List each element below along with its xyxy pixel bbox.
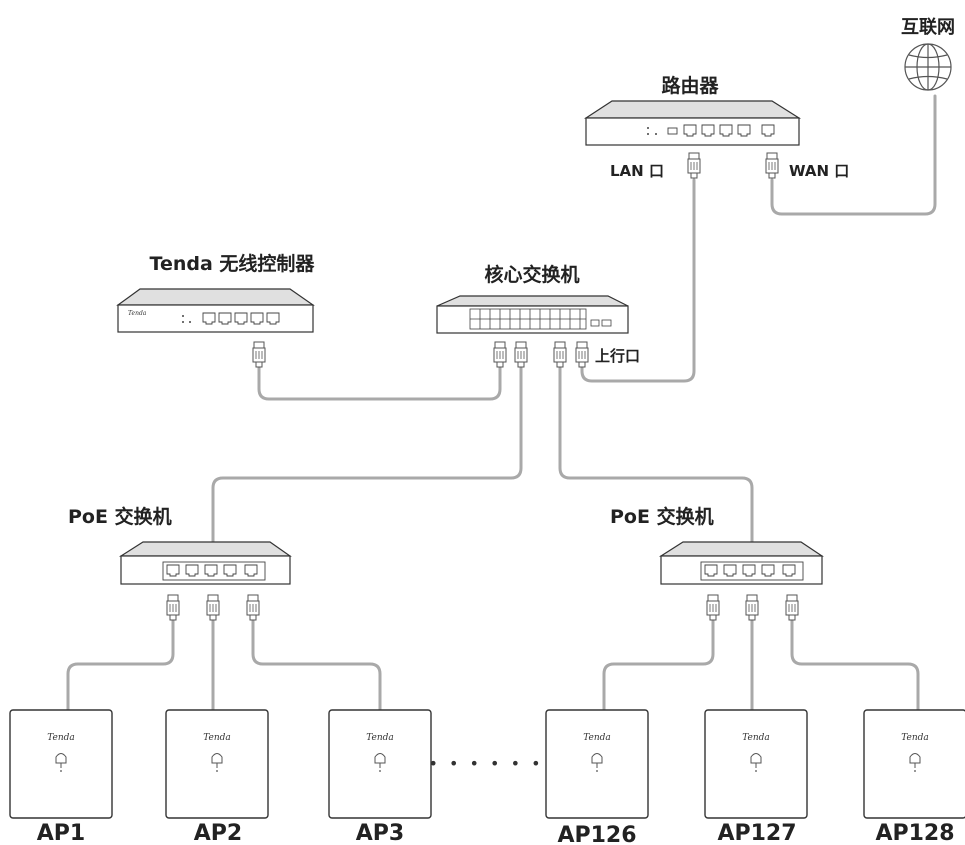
ap-label: AP126 — [557, 823, 636, 845]
plug-core-uplink — [575, 341, 589, 368]
plug-router-wan — [765, 152, 779, 179]
internet-globe-icon — [904, 43, 952, 91]
router-label: 路由器 — [661, 74, 719, 97]
ap-brand-logo: Tenda — [366, 733, 394, 743]
ap-128: Tenda — [863, 709, 965, 819]
plug-poe-right-3 — [785, 594, 799, 621]
ap-2: Tenda — [165, 709, 269, 819]
plug-poe-left-2 — [206, 594, 220, 621]
cable-controller-core — [257, 366, 502, 401]
core-switch-device — [436, 295, 629, 334]
cable-poe-ap128 — [790, 618, 920, 712]
lan-port-label: LAN 口 — [610, 162, 664, 180]
internet-label: 互联网 — [901, 17, 955, 38]
controller-device: Tenda — [116, 288, 315, 333]
ap-label: AP3 — [356, 821, 404, 845]
controller-brand-logo: Tenda — [128, 310, 147, 317]
plug-poe-right-2 — [745, 594, 759, 621]
ap-brand-logo: Tenda — [47, 733, 75, 743]
cables — [66, 94, 937, 712]
ap-3: Tenda — [328, 709, 432, 819]
poe-switch-left-label: PoE 交换机 — [68, 505, 172, 528]
cable-poe-ap1 — [66, 618, 175, 712]
cable-lan-uplink — [580, 178, 696, 383]
cable-poe-ap126 — [602, 618, 715, 712]
cable-poe-ap3 — [251, 618, 382, 712]
ap-ellipsis: • • • • • • — [428, 754, 543, 773]
plug-poe-left-3 — [246, 594, 260, 621]
plug-controller — [252, 341, 266, 368]
core-switch-label: 核心交换机 — [484, 263, 579, 286]
poe-switch-left-device — [118, 541, 292, 585]
router-device — [583, 100, 802, 146]
uplink-port-label: 上行口 — [595, 347, 640, 365]
ap-label: AP128 — [875, 821, 954, 845]
ap-127: Tenda — [704, 709, 808, 819]
cable-core-poe-right — [558, 366, 754, 544]
cable-core-poe-left — [211, 366, 523, 544]
plug-core-1 — [493, 341, 507, 368]
ap-brand-logo: Tenda — [203, 733, 231, 743]
ap-1: Tenda — [9, 709, 113, 819]
plug-core-2 — [514, 341, 528, 368]
ap-brand-logo: Tenda — [742, 733, 770, 743]
ap-label: AP1 — [37, 821, 85, 845]
plug-poe-right-1 — [706, 594, 720, 621]
plug-router-lan — [687, 152, 701, 179]
controller-label: Tenda 无线控制器 — [150, 252, 316, 275]
ap-brand-logo: Tenda — [583, 733, 611, 743]
wan-port-label: WAN 口 — [789, 162, 849, 180]
ap-126: Tenda — [545, 709, 649, 819]
ap-label: AP2 — [194, 821, 242, 845]
plug-core-3 — [553, 341, 567, 368]
ap-brand-logo: Tenda — [901, 733, 929, 743]
cable-wan-internet — [770, 94, 937, 216]
poe-switch-right-device — [658, 541, 824, 585]
ap-label: AP127 — [717, 821, 796, 845]
plug-poe-left-1 — [166, 594, 180, 621]
poe-switch-right-label: PoE 交换机 — [610, 505, 714, 528]
